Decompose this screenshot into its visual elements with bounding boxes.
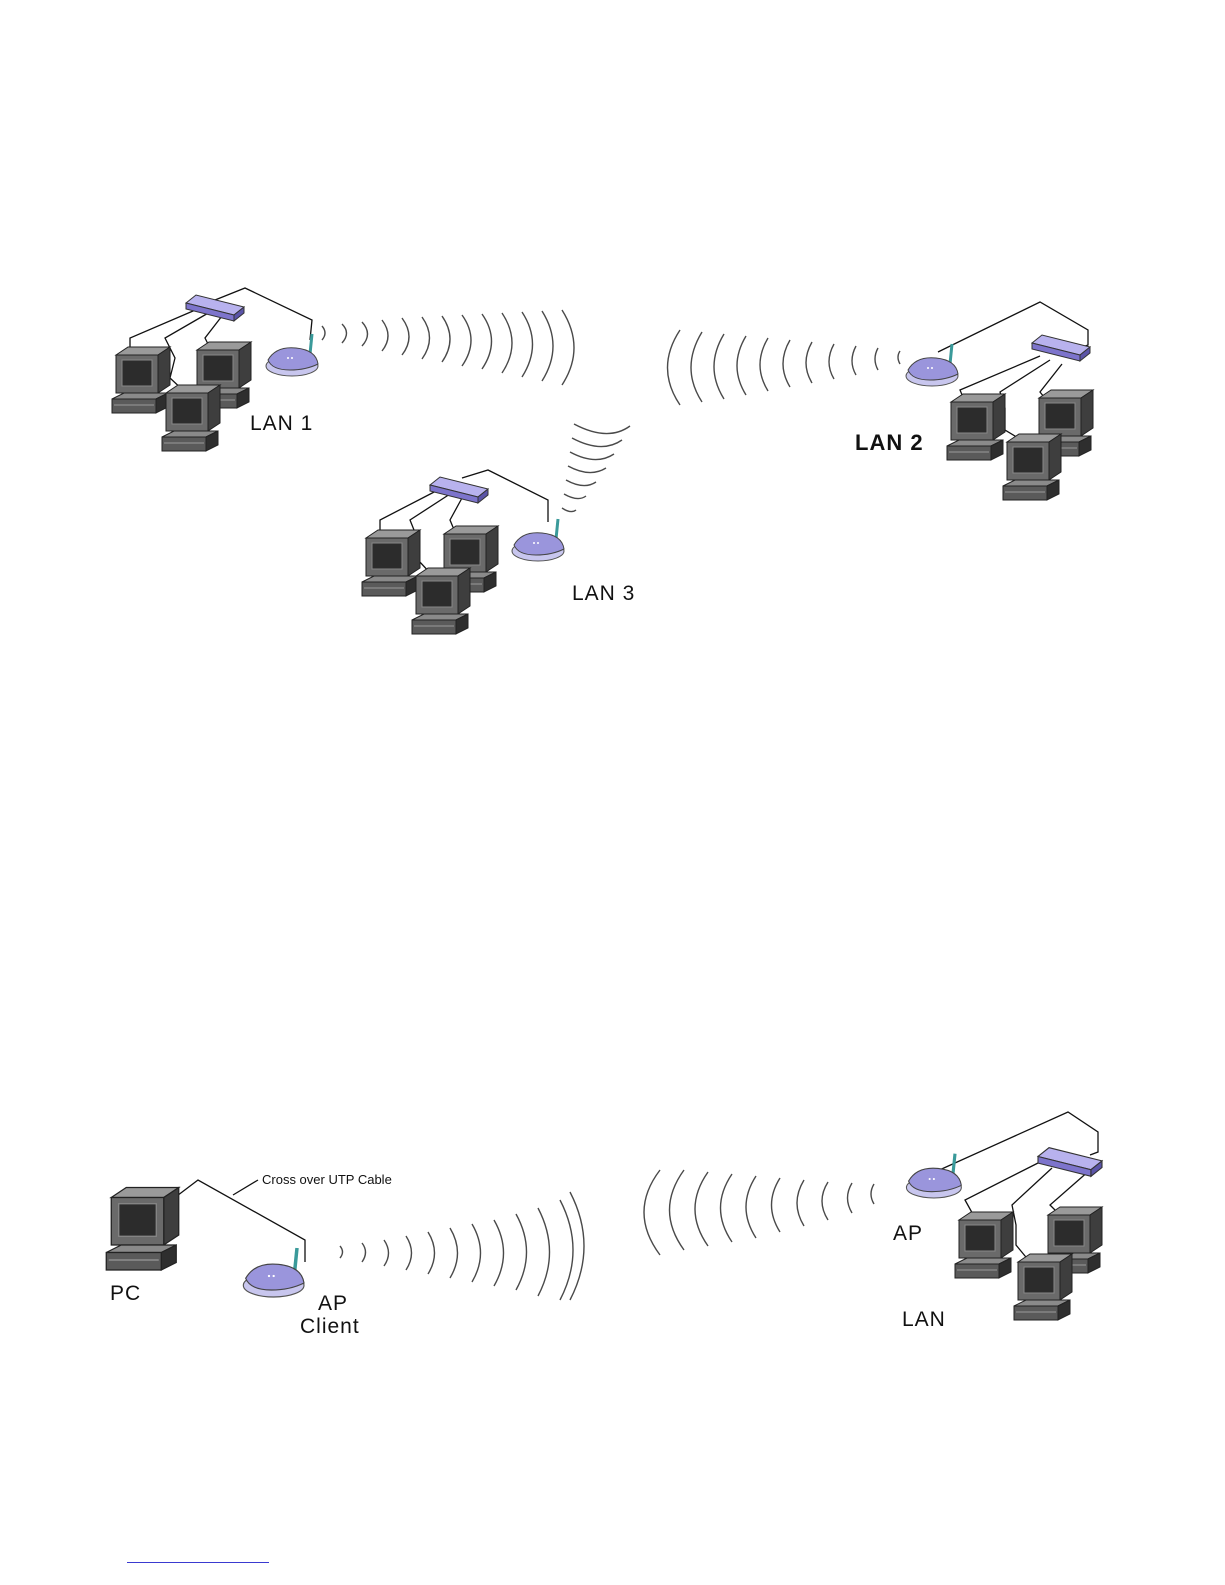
lan1-access-point (266, 334, 318, 376)
client-wireless-waves (340, 1192, 584, 1300)
lan3-label: LAN 3 (572, 582, 635, 605)
ap-device (906, 1154, 961, 1198)
cable-label-leader (233, 1180, 258, 1195)
lan1-computer (162, 385, 220, 451)
ap-client-device (243, 1248, 304, 1297)
lan2-computer (1003, 434, 1061, 500)
footer-link-underline[interactable] (127, 1562, 269, 1563)
lan3-computer (362, 530, 420, 596)
ap-label: AP (893, 1222, 923, 1245)
lan2-hub (1032, 335, 1090, 361)
lan2-wireless-waves (668, 330, 901, 405)
ap-lan-group: AP LAN (893, 1112, 1102, 1331)
lan2-access-point (906, 344, 958, 386)
cable-label: Cross over UTP Cable (262, 1172, 392, 1187)
client-side-group: Cross over UTP Cable PC AP Client (106, 1172, 392, 1338)
lan3-cable (380, 490, 438, 535)
lan3-wireless-waves (562, 424, 630, 512)
ap-lan-computer (1014, 1254, 1072, 1320)
lan2-group: LAN 2 (855, 302, 1093, 500)
crossover-cable (165, 1180, 305, 1262)
lan1-group: LAN 1 (112, 288, 318, 451)
lan3-access-point (512, 519, 564, 561)
lan1-wireless-waves (322, 310, 574, 385)
ap-lan-computer (955, 1212, 1013, 1278)
ap-lan-cable (1012, 1168, 1052, 1262)
top-diagram: LAN 1 (112, 288, 1093, 634)
bottom-diagram: Cross over UTP Cable PC AP Client (106, 1112, 1102, 1338)
lan1-cable (130, 308, 200, 352)
pc-computer (106, 1188, 179, 1271)
ap-client-label-line1: AP (318, 1292, 348, 1315)
ap-wireless-waves (644, 1170, 874, 1255)
lan1-hub (186, 295, 244, 321)
lan1-computer (112, 347, 170, 413)
lan1-label: LAN 1 (250, 412, 313, 435)
lan-label: LAN (902, 1308, 946, 1331)
lan3-hub (430, 477, 488, 503)
ap-client-label-line2: Client (300, 1315, 360, 1338)
pc-label: PC (110, 1282, 141, 1305)
lan3-computer (412, 568, 470, 634)
lan2-label: LAN 2 (855, 430, 924, 455)
lan3-group: LAN 3 (362, 470, 635, 634)
lan2-computer (947, 394, 1005, 460)
